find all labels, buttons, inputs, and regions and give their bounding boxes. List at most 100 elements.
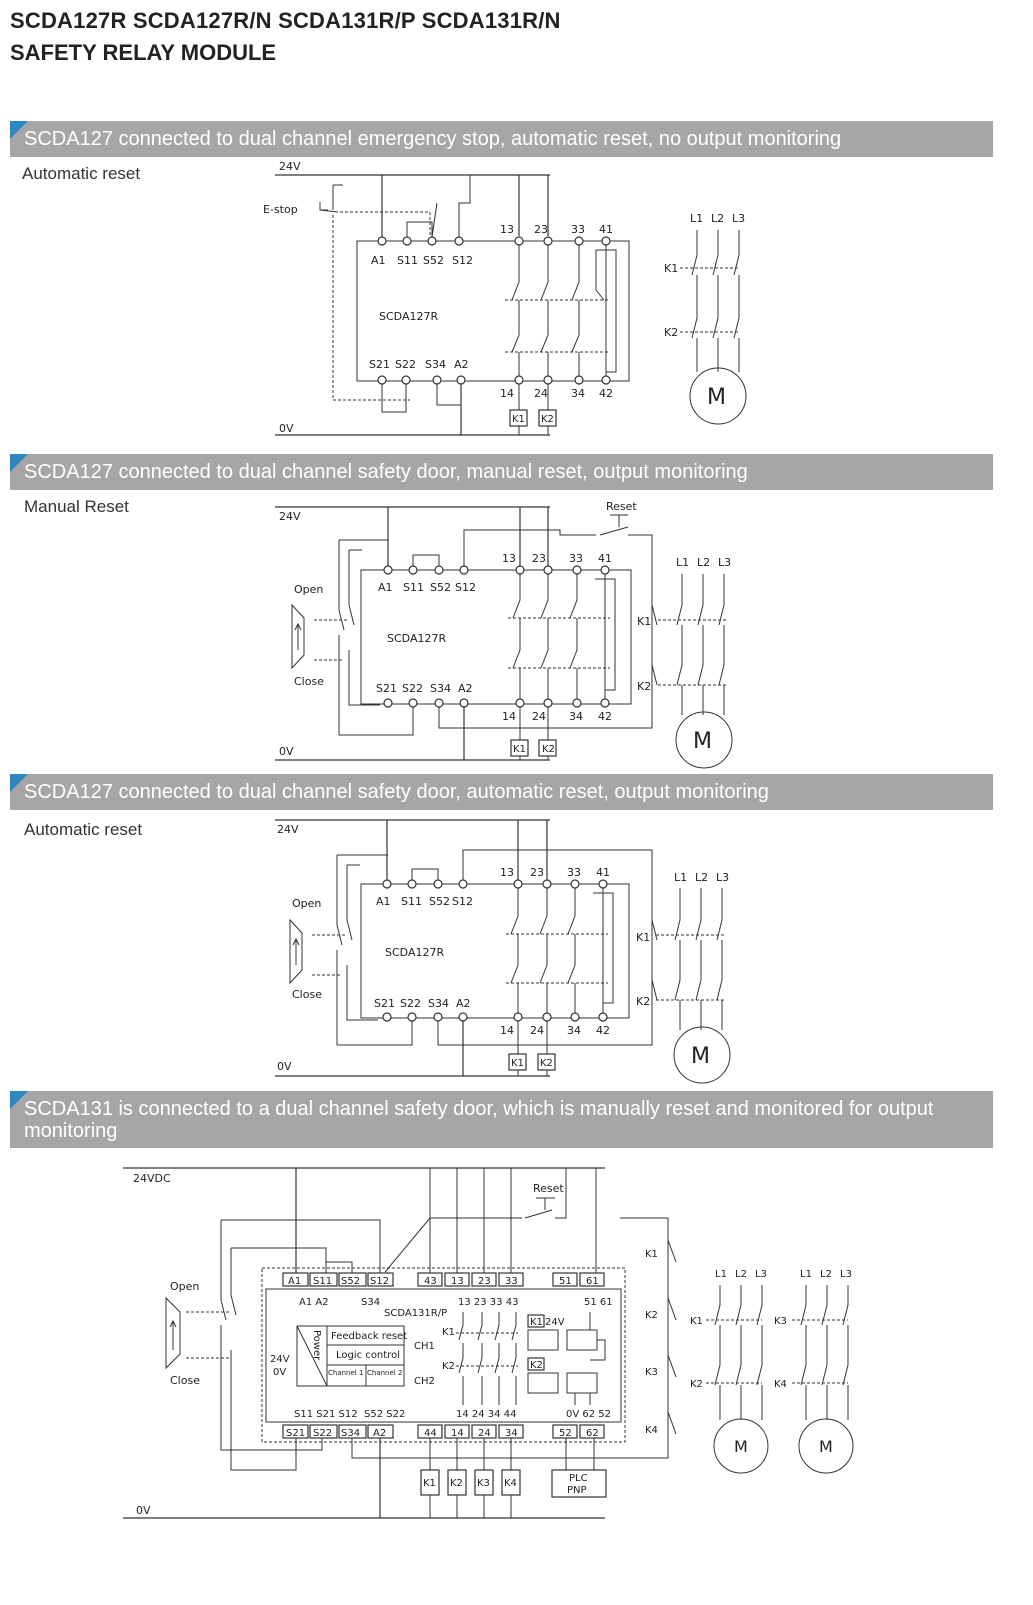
- contactor-a-K2: K2: [690, 1379, 703, 1390]
- motor-4a: [713, 1418, 769, 1474]
- inner-outputs-top: 13 23 33 43: [458, 1297, 518, 1308]
- channel1-label: Channel 1: [328, 1369, 363, 1377]
- section-4-title-line2: monitoring: [24, 1120, 118, 1142]
- coil-K4: K4: [504, 1478, 517, 1489]
- term-S34: S34: [430, 682, 451, 695]
- svg-text:A2: A2: [373, 1428, 386, 1439]
- inner-s52-s22: S52 S22: [364, 1409, 405, 1420]
- inner-s34: S34: [361, 1297, 380, 1308]
- phase-L1: L1: [676, 556, 689, 569]
- motor-label-4b: M: [819, 1437, 833, 1456]
- estop-label: E-stop: [263, 203, 298, 216]
- out-13: 13: [502, 552, 516, 565]
- term-S22: S22: [395, 358, 416, 371]
- coil-K2: K2: [541, 414, 554, 425]
- inner-51-61: 51 61: [584, 1297, 613, 1308]
- out-13: 13: [500, 866, 514, 879]
- svg-text:S22: S22: [313, 1428, 332, 1439]
- out-23: 23: [530, 866, 544, 879]
- channel2-label: Channel 2: [367, 1369, 402, 1377]
- power-label: Power: [311, 1330, 322, 1361]
- section-2-title: SCDA127 connected to dual channel safety…: [10, 454, 993, 490]
- phase-L3: L3: [732, 212, 745, 225]
- out-42: 42: [596, 1024, 610, 1037]
- term-S12: S12: [455, 581, 476, 594]
- svg-text:33: 33: [505, 1276, 518, 1287]
- top-terminals-mid: 43 13 23 33: [417, 1272, 524, 1287]
- svg-text:S34: S34: [341, 1428, 360, 1439]
- fb-24v: 24V: [545, 1317, 565, 1328]
- door-close-label: Close: [294, 675, 324, 688]
- out-42: 42: [599, 387, 613, 400]
- svg-text:62: 62: [586, 1428, 599, 1439]
- bottom-terminals-left: S21 S22 S34 A2: [282, 1424, 394, 1439]
- contactor-a-K1: K1: [690, 1316, 703, 1327]
- out-33: 33: [567, 866, 581, 879]
- contactor-K2: K2: [637, 680, 651, 693]
- fb-k1: K1: [530, 1317, 543, 1328]
- relay-box-1: [356, 240, 630, 382]
- side-K1: K1: [645, 1249, 658, 1260]
- out-34: 34: [567, 1024, 581, 1037]
- coil-K1: K1: [423, 1478, 436, 1489]
- term-A2: A2: [458, 682, 473, 695]
- term-S11: S11: [403, 581, 424, 594]
- door-open-label: Open: [292, 897, 321, 910]
- term-A1: A1: [376, 895, 391, 908]
- ch2-label: CH2: [414, 1376, 435, 1387]
- out-24: 24: [534, 387, 548, 400]
- term-S52: S52: [429, 895, 450, 908]
- inner-k1: K1: [442, 1327, 455, 1338]
- out-42: 42: [598, 710, 612, 723]
- term-S21: S21: [376, 682, 397, 695]
- device-label-2: SCDA127R: [387, 632, 446, 645]
- out-41: 41: [599, 223, 613, 236]
- motor-4b: [798, 1418, 854, 1474]
- feedback-reset-label: Feedback reset: [331, 1331, 407, 1342]
- svg-text:14: 14: [451, 1428, 464, 1439]
- top-terminals-left: A1 S11 S52 S12: [282, 1272, 394, 1287]
- bottom-terminals-right: 52 62: [552, 1424, 605, 1439]
- out-23: 23: [532, 552, 546, 565]
- motor-label-4a: M: [734, 1437, 748, 1456]
- out-24: 24: [530, 1024, 544, 1037]
- motor-label-1: M: [707, 385, 726, 410]
- out-34: 34: [569, 710, 583, 723]
- section-3-title: SCDA127 connected to dual channel safety…: [10, 774, 993, 810]
- phase-b-L1: L1: [800, 1269, 812, 1280]
- plc-box: [551, 1469, 607, 1498]
- inner-module-4: [265, 1288, 622, 1423]
- motor-2: [675, 711, 733, 769]
- out-24: 24: [532, 710, 546, 723]
- motor-3: [673, 1026, 731, 1084]
- section-3-mode: Automatic reset: [24, 820, 143, 839]
- phase-L1: L1: [690, 212, 703, 225]
- coil-K1: K1: [511, 1058, 524, 1069]
- logic-block: [296, 1325, 405, 1387]
- svg-text:13: 13: [451, 1276, 464, 1287]
- coil-K3: K3: [477, 1478, 490, 1489]
- device-label-3: SCDA127R: [385, 946, 444, 959]
- contactor-K1: K1: [637, 615, 651, 628]
- coil-K2: K2: [450, 1478, 463, 1489]
- term-S21: S21: [374, 997, 395, 1010]
- svg-text:24: 24: [478, 1428, 491, 1439]
- inner-k2: K2: [442, 1361, 455, 1372]
- section-1-mode: Automatic reset: [22, 164, 141, 183]
- relay-box-2: [360, 569, 632, 705]
- side-K3: K3: [645, 1367, 658, 1378]
- phase-L3: L3: [718, 556, 731, 569]
- phase-a-L3: L3: [755, 1269, 767, 1280]
- svg-text:S11: S11: [313, 1276, 332, 1287]
- bottom-terminals-mid: 44 14 24 34: [417, 1424, 524, 1439]
- phase-L2: L2: [711, 212, 724, 225]
- out-23: 23: [534, 223, 548, 236]
- contactor-b-K3: K3: [774, 1316, 787, 1327]
- svg-text:S52: S52: [341, 1276, 360, 1287]
- reset-label: Reset: [533, 1182, 564, 1195]
- term-A1: A1: [371, 254, 386, 267]
- logic-control-label: Logic control: [336, 1350, 400, 1361]
- coil-K2: K2: [542, 744, 555, 755]
- out-14: 14: [500, 1024, 514, 1037]
- wiring-diagram-3: 24V 0V Open Close SCDA127R A1 S11 S52 S1…: [275, 819, 731, 1084]
